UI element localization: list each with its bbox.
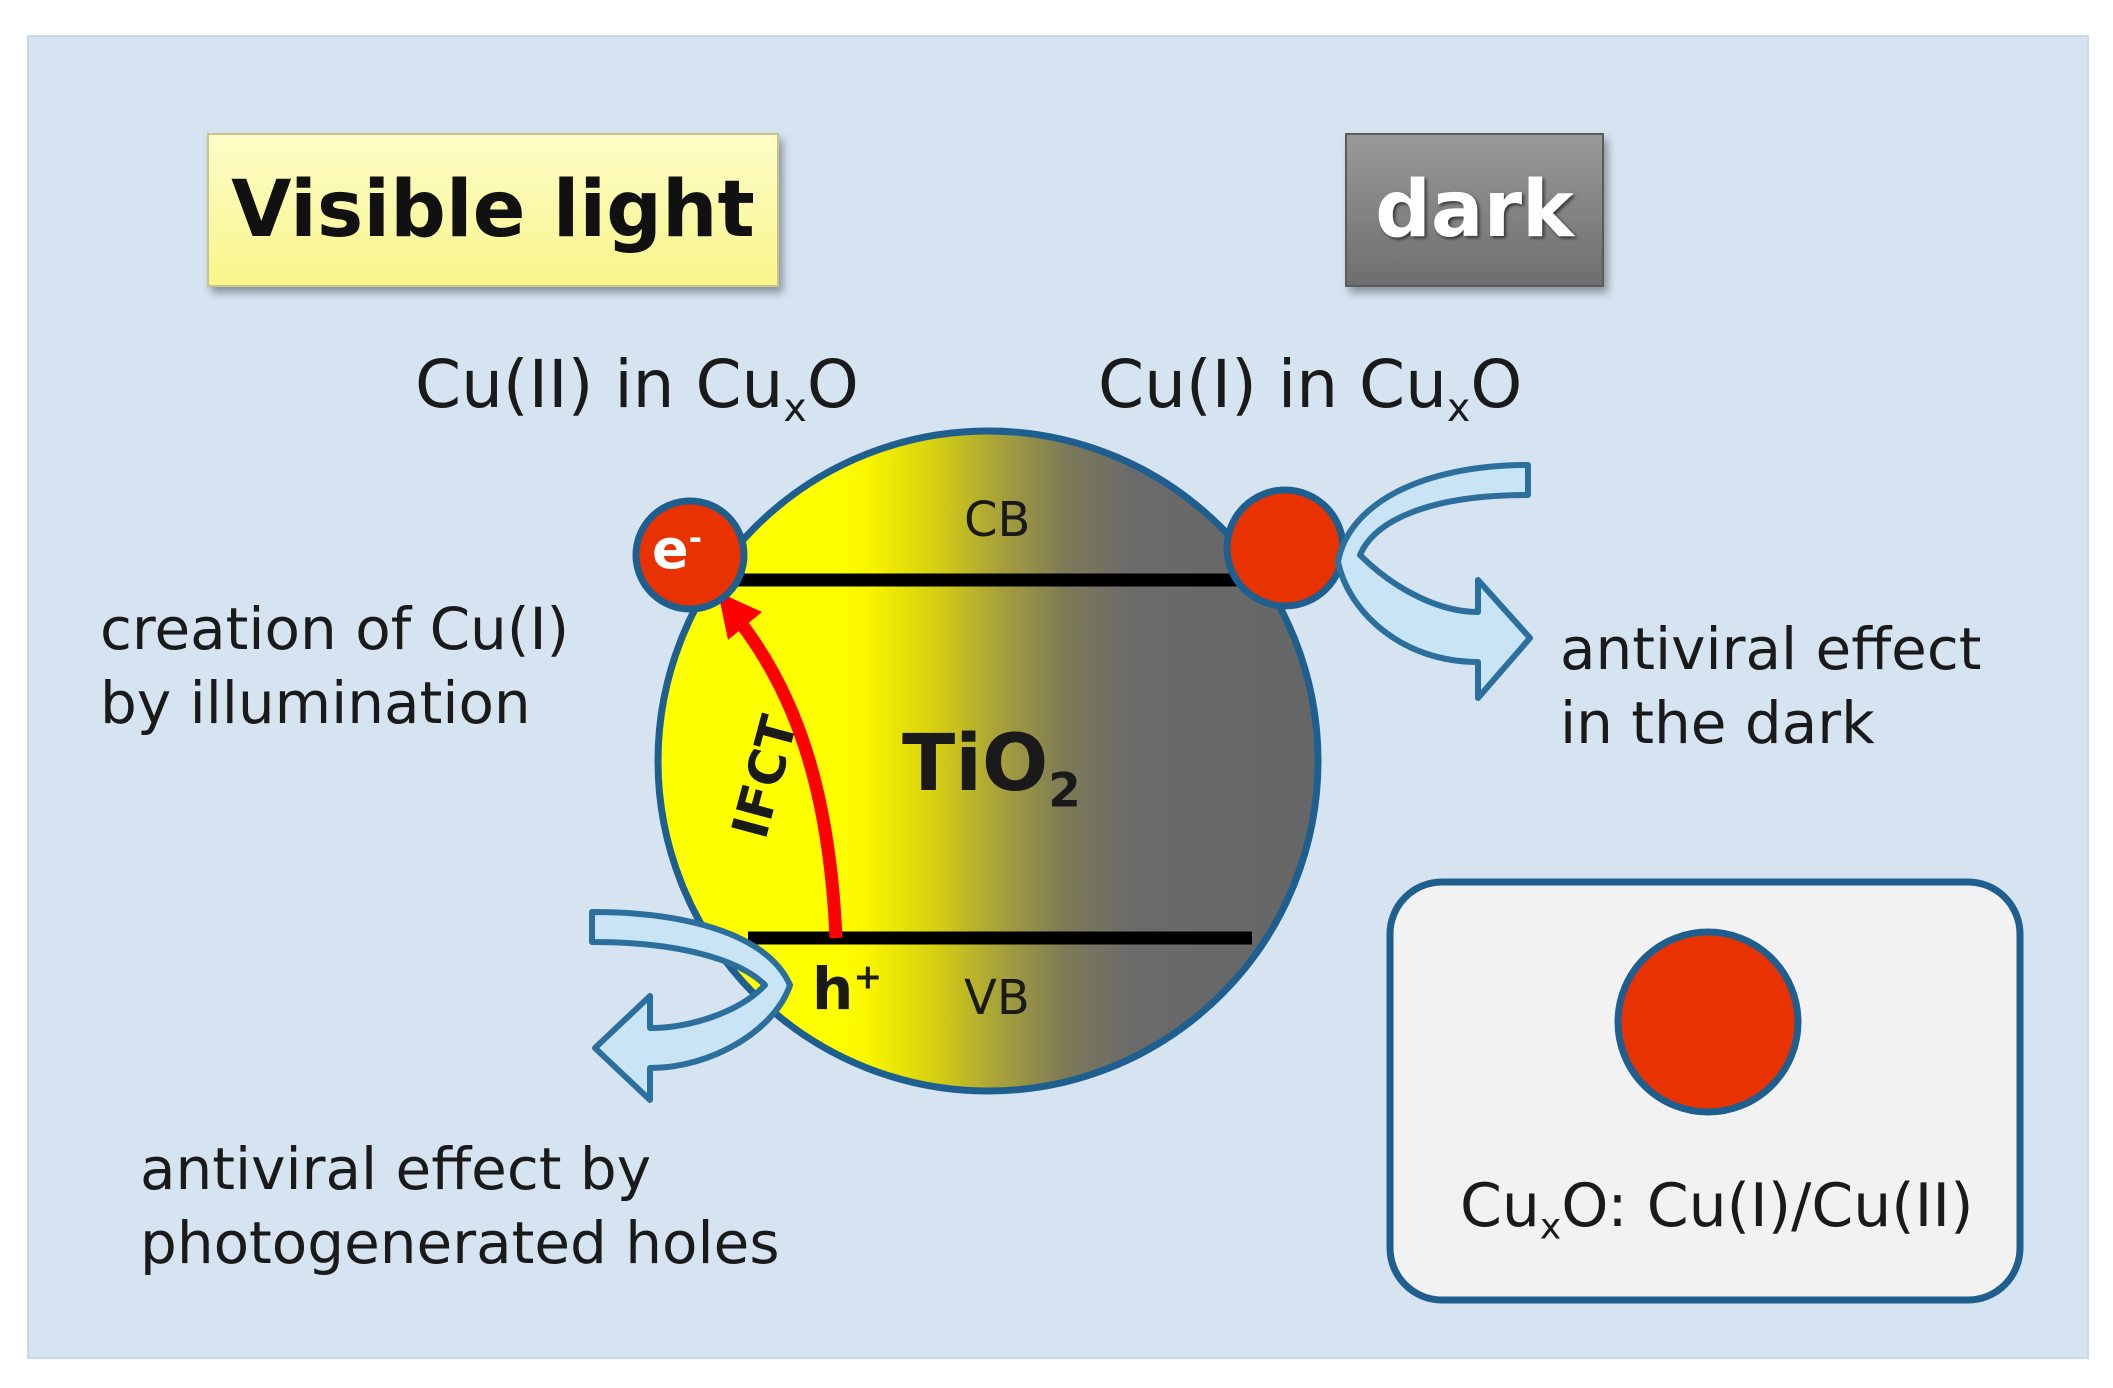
- vb-label: VB: [964, 970, 1030, 1026]
- cu1-state-label: Cu(I) in CuxO: [1098, 346, 1523, 431]
- dark-label: dark: [1375, 165, 1574, 255]
- cu2-state-label: Cu(II) in CuxO: [415, 346, 859, 431]
- legend-label: CuxO: Cu(I)/Cu(II): [1460, 1171, 1974, 1248]
- creation-of-cu1-text: creation of Cu(I) by illumination: [100, 595, 570, 738]
- visible-light-label: Visible light: [231, 165, 755, 255]
- antiviral-dark-arrow: [1335, 462, 1533, 701]
- cu-particle-dark: [1223, 486, 1347, 610]
- tio2-label: TiO2: [902, 719, 1081, 819]
- ifct-arrow: [734, 618, 843, 939]
- legend-cu-particle: [1614, 928, 1802, 1116]
- cu-particle-electron: [632, 497, 748, 613]
- visible-light-label-box: Visible light: [207, 133, 779, 287]
- antiviral-dark-text: antiviral effect in the dark: [1560, 615, 1982, 758]
- cb-label: CB: [964, 492, 1031, 548]
- antiviral-holes-text: antiviral effect by photogenerated holes: [140, 1135, 780, 1278]
- antiviral-holes-arrow: [589, 909, 793, 1103]
- hole-label: h+: [812, 955, 883, 1023]
- dark-label-box: dark: [1345, 133, 1604, 287]
- tio2-particle: [654, 427, 1322, 1095]
- ifct-arrowhead: [718, 592, 762, 640]
- electron-label: e-: [652, 518, 703, 581]
